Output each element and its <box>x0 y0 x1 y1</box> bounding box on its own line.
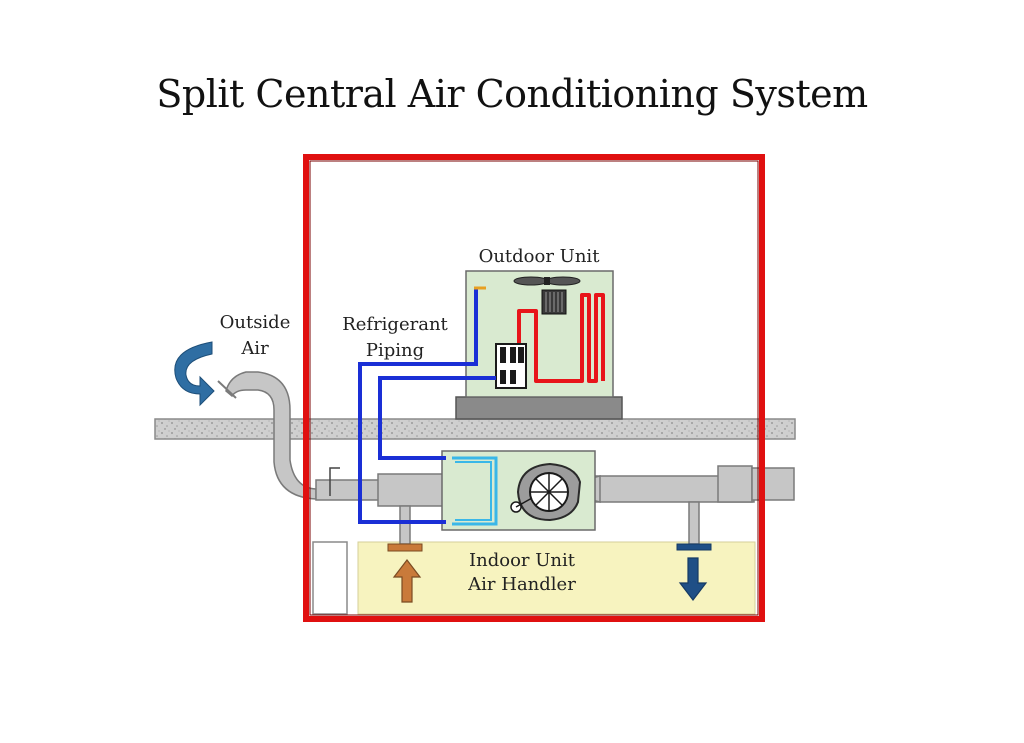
evaporator-coil <box>452 456 498 526</box>
house-outline-inner <box>309 160 759 616</box>
fan-motor-ribs <box>545 292 563 312</box>
return-air-arrow <box>392 559 422 603</box>
return-grille <box>387 543 423 552</box>
outside-air-duct-opening <box>217 380 237 399</box>
blower-motor-arm <box>515 497 533 508</box>
blower-spokes <box>531 474 567 510</box>
filter-box <box>377 473 445 507</box>
house-outline <box>303 154 765 622</box>
supply-grille <box>676 543 712 551</box>
outside-air-label-line1: Outside <box>220 312 291 333</box>
supply-duct-collar <box>717 465 753 503</box>
supply-air-arrow <box>678 557 708 601</box>
outdoor-unit-label: Outdoor Unit <box>479 246 601 267</box>
condenser-coil <box>517 293 605 383</box>
outside-air-arrow <box>174 341 215 407</box>
return-drop <box>399 505 411 545</box>
condenser-fan <box>513 276 581 286</box>
supply-drop <box>688 501 700 545</box>
outside-air-label-line2: Air <box>240 338 269 359</box>
refrigerant-line-suction <box>378 376 496 460</box>
compressor-fins <box>500 347 524 384</box>
refrigerant-piping-label-line2: Piping <box>366 340 424 361</box>
refrigerant-piping-label-line1: Refrigerant <box>342 314 448 335</box>
floor-partition <box>312 541 348 615</box>
damper-bracket <box>329 467 340 496</box>
ground-slab <box>154 418 796 440</box>
refrigerant-line-liquid <box>358 288 478 524</box>
evaporator-coil-inner <box>455 461 492 521</box>
indoor-unit-label-line1: Indoor Unit <box>469 550 576 571</box>
outdoor-unit-pad <box>455 396 623 420</box>
indoor-unit-label-line2: Air Handler <box>467 574 576 595</box>
diagram-title: Split Central Air Conditioning System <box>156 72 868 116</box>
